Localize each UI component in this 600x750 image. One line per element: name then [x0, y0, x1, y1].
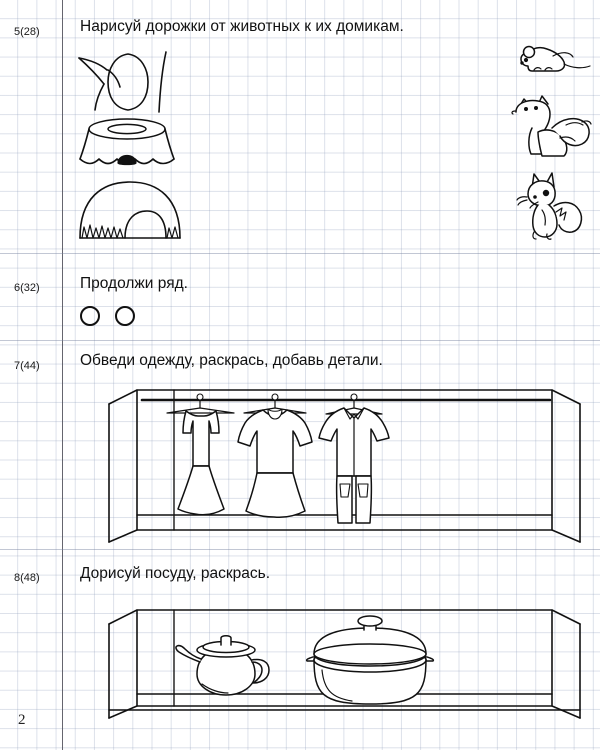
task-6-title: Продолжи ряд. — [80, 275, 188, 292]
task-5-title: Нарисуй дорожки от животных к их домикам… — [80, 18, 404, 35]
open-shelf-drawing — [82, 598, 582, 730]
task-7-number: 7(44) — [14, 360, 40, 372]
squirrel-drawing — [516, 170, 588, 242]
task-separator-1 — [0, 253, 600, 254]
collared-dress — [237, 393, 313, 518]
pattern-circle-2 — [115, 306, 135, 326]
teapot — [175, 635, 270, 696]
task-separator-2 — [0, 340, 600, 341]
cooking-pot — [305, 615, 435, 705]
task-8-number: 8(48) — [14, 572, 40, 584]
tree-stump-drawing — [74, 115, 184, 175]
overall-suit — [318, 393, 390, 524]
sleeveless-dress — [166, 393, 235, 516]
task-separator-3 — [0, 549, 600, 550]
margin-rule-line — [62, 0, 63, 750]
task-5-number: 5(28) — [14, 26, 40, 38]
pattern-circle-1 — [80, 306, 100, 326]
mouse-drawing — [512, 42, 592, 84]
tree-hollow-drawing — [74, 48, 184, 118]
open-wardrobe-drawing — [82, 378, 582, 546]
burrow-mound-drawing — [74, 178, 192, 244]
page-number: 2 — [18, 712, 26, 728]
task-7-title: Обведи одежду, раскрась, добавь детали. — [80, 352, 383, 369]
task-6-number: 6(32) — [14, 282, 40, 294]
fox-drawing — [508, 92, 594, 160]
task-8-title: Дорисуй посуду, раскрась. — [80, 565, 271, 582]
